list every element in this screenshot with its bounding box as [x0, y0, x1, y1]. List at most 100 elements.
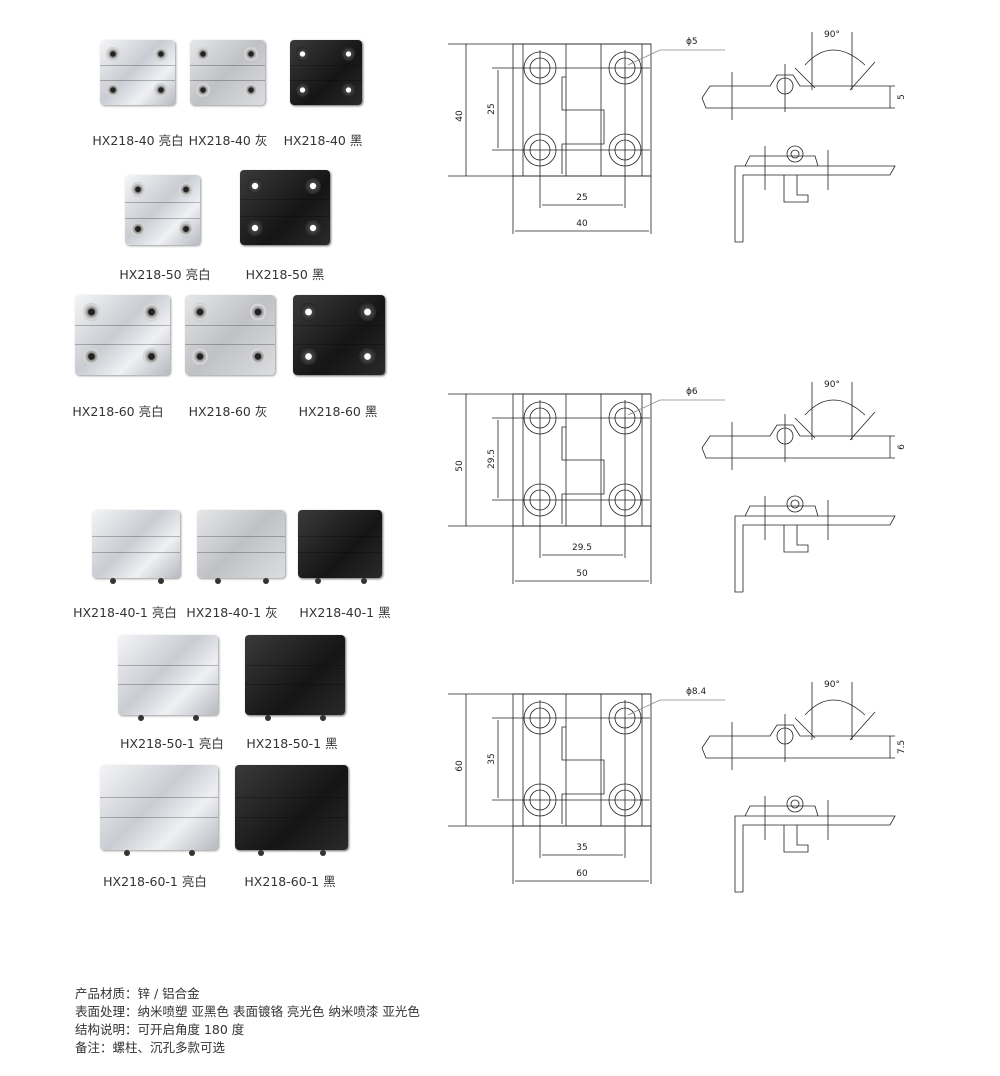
stud-icon	[319, 850, 326, 856]
countersunk-hole-icon	[300, 303, 317, 321]
product-image	[293, 295, 385, 375]
countersunk-hole-icon	[341, 82, 355, 98]
countersunk-hole-icon	[295, 82, 309, 98]
thickness-dimension: 5	[897, 94, 907, 100]
remark-note: 备注：螺柱、沉孔多款可选	[75, 1040, 226, 1055]
product-label: HX218-60 黑	[298, 404, 378, 419]
countersunk-hole-icon	[247, 219, 264, 236]
width-dimension: 60	[576, 869, 588, 879]
hole-diameter: ϕ8.4	[686, 687, 707, 697]
countersunk-hole-icon	[154, 46, 168, 61]
hinge-knuckle	[185, 325, 275, 345]
countersunk-hole-icon	[244, 82, 258, 98]
product-label: HX218-60 灰	[188, 404, 268, 419]
countersunk-hole-icon	[304, 177, 321, 194]
stud-icon	[214, 578, 221, 584]
stud-icon	[109, 578, 116, 584]
height-dimension: 40	[455, 110, 465, 122]
product-image	[290, 40, 362, 105]
pitch-dimension-vertical: 25	[487, 103, 497, 114]
stud-icon	[193, 715, 199, 721]
product-label: HX218-40-1 黑	[299, 605, 391, 620]
countersunk-hole-icon	[359, 303, 376, 321]
countersunk-hole-icon	[249, 347, 266, 366]
stud-icon	[158, 578, 164, 584]
width-dimension: 50	[576, 569, 588, 579]
product-image	[185, 295, 275, 375]
stud-icon	[314, 578, 321, 584]
product-image	[100, 40, 175, 105]
open-angle: 90°	[824, 380, 840, 390]
product-image	[235, 765, 348, 856]
hinge-knuckle	[125, 201, 200, 219]
countersunk-hole-icon	[82, 347, 100, 366]
height-dimension: 60	[455, 760, 465, 772]
width-dimension: 40	[576, 219, 588, 229]
countersunk-hole-icon	[295, 46, 309, 61]
hinge-knuckle	[100, 64, 175, 81]
pitch-dimension-horizontal: 25	[576, 193, 587, 203]
open-angle: 90°	[824, 30, 840, 40]
product-image	[92, 510, 180, 584]
product-label: HX218-60-1 黑	[244, 874, 336, 889]
front-view	[448, 43, 725, 234]
hinge-knuckle	[92, 535, 180, 553]
countersunk-hole-icon	[249, 303, 266, 321]
countersunk-hole-icon	[247, 177, 264, 194]
product-image	[190, 40, 265, 105]
countersunk-hole-icon	[341, 46, 355, 61]
stud-icon	[263, 578, 269, 584]
hinge-knuckle	[245, 665, 345, 685]
stud-icon	[361, 578, 367, 584]
stud-icon	[320, 715, 326, 721]
product-label: HX218-50-1 亮白	[120, 736, 224, 751]
front-view	[448, 393, 725, 584]
countersunk-hole-icon	[82, 303, 100, 321]
product-label: HX218-60-1 亮白	[103, 874, 207, 889]
material-note: 产品材质：锌 / 铝合金	[75, 986, 200, 1001]
product-image	[197, 510, 285, 584]
hinge-knuckle	[293, 325, 385, 345]
countersunk-hole-icon	[143, 303, 161, 321]
countersunk-hole-icon	[304, 219, 321, 236]
front-view	[448, 693, 725, 884]
hinge-knuckle	[190, 64, 265, 81]
product-label: HX218-60 亮白	[72, 404, 164, 419]
stud-icon	[188, 850, 195, 856]
product-image	[298, 510, 382, 584]
countersunk-hole-icon	[192, 303, 209, 321]
stud-icon	[123, 850, 130, 856]
pitch-dimension-horizontal: 35	[576, 843, 587, 853]
product-image	[75, 295, 170, 375]
countersunk-hole-icon	[143, 347, 161, 366]
product-label: HX218-50-1 黑	[246, 736, 338, 751]
countersunk-hole-icon	[131, 182, 145, 198]
hinge-knuckle	[235, 797, 348, 818]
pitch-dimension-horizontal: 29.5	[572, 543, 592, 553]
countersunk-hole-icon	[131, 221, 145, 237]
surface-note: 表面处理：纳米喷塑 亚黑色 表面镀铬 亮光色 纳米喷漆 亚光色	[75, 1004, 420, 1019]
hinge-knuckle	[100, 797, 218, 818]
product-image	[245, 635, 345, 721]
countersunk-hole-icon	[359, 347, 376, 366]
hinge-drawing: ϕ5 40 25 25 40 90° 5	[448, 30, 907, 243]
countersunk-hole-icon	[106, 82, 120, 98]
installed-view	[734, 795, 896, 893]
hole-diameter: ϕ6	[686, 387, 698, 397]
hole-diameter: ϕ5	[686, 37, 698, 47]
hinge-drawing: ϕ6 50 29.5 29.5 50 90° 6	[448, 380, 907, 593]
product-image	[240, 170, 330, 245]
thickness-dimension: 6	[897, 444, 907, 450]
hinge-knuckle	[197, 535, 285, 553]
product-label: HX218-50 黑	[245, 267, 325, 282]
countersunk-hole-icon	[300, 347, 317, 366]
open-angle: 90°	[824, 680, 840, 690]
countersunk-hole-icon	[244, 46, 258, 61]
product-image	[100, 765, 218, 856]
side-view	[701, 382, 895, 470]
installed-view	[734, 495, 896, 593]
hinge-knuckle	[118, 665, 218, 685]
product-label: HX218-40 黑	[283, 133, 363, 148]
thickness-dimension: 7.5	[897, 740, 907, 754]
